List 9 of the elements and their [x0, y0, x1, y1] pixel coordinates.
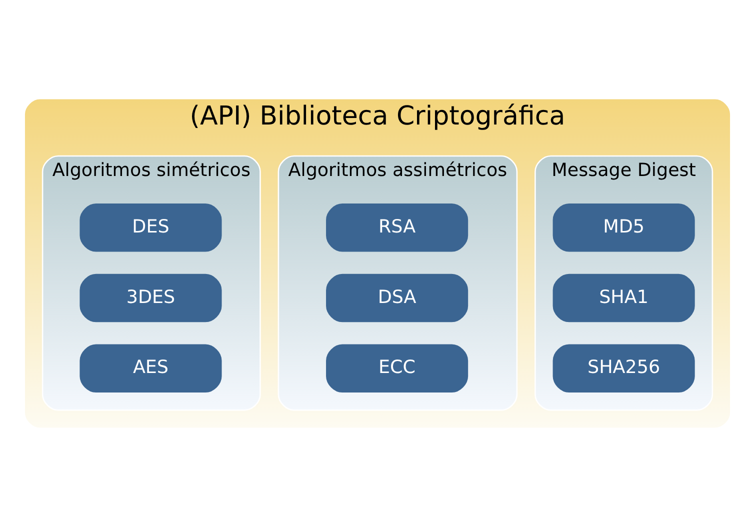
- node-box: DES: [80, 204, 222, 252]
- node-box: ECC: [326, 344, 468, 393]
- node-box: DSA: [326, 274, 468, 322]
- node-box: MD5: [552, 204, 695, 252]
- node-box: AES: [80, 344, 222, 393]
- node-box: SHA256: [552, 344, 695, 393]
- node-box: RSA: [326, 204, 468, 252]
- node-box: 3DES: [80, 274, 222, 322]
- node-box: SHA1: [552, 274, 695, 322]
